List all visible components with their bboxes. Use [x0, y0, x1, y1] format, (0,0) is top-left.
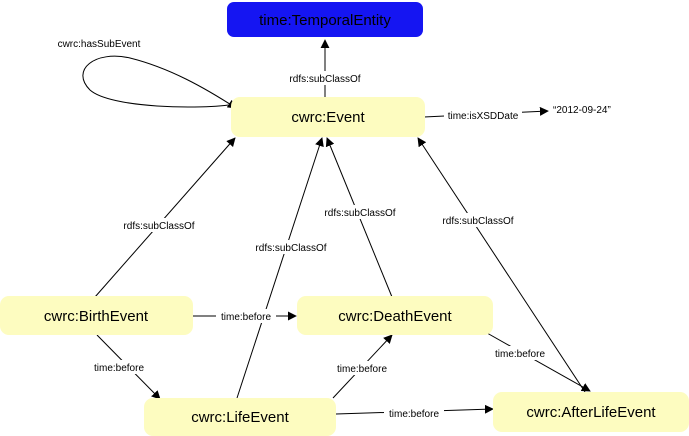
- node-afterlife-event: cwrc:AfterLifeEvent: [493, 392, 689, 432]
- label-has-sub-event: cwrc:hasSubEvent: [58, 39, 141, 50]
- edge-afterlife-subclass: [417, 137, 586, 393]
- node-death-event-label: cwrc:DeathEvent: [338, 308, 452, 325]
- label-is-xsd-date: time:isXSDDate: [448, 111, 519, 122]
- label-life-before-death: time:before: [337, 364, 387, 375]
- edge-has-sub-event: [82, 55, 237, 109]
- edge-death-before-afterlife: [486, 332, 591, 392]
- node-event: cwrc:Event: [231, 97, 425, 137]
- label-death-subclass: rdfs:subClassOf: [324, 208, 395, 219]
- label-birth-subclass: rdfs:subClassOf: [123, 221, 194, 232]
- node-birth-event: cwrc:BirthEvent: [0, 296, 193, 335]
- label-death-before-afterlife: time:before: [495, 349, 545, 360]
- node-life-event: cwrc:LifeEvent: [144, 398, 336, 436]
- edge-life-subclass: [236, 137, 324, 399]
- edge-labels: cwrc:hasSubEvent rdfs:subClassOf time:is…: [49, 36, 550, 420]
- label-birth-before-life: time:before: [94, 363, 144, 374]
- label-afterlife-subclass: rdfs:subClassOf: [442, 216, 513, 227]
- label-life-before-afterlife: time:before: [389, 409, 439, 420]
- date-literal: “2012-09-24”: [553, 105, 611, 116]
- node-life-event-label: cwrc:LifeEvent: [191, 409, 289, 426]
- node-temporal-entity-label: time:TemporalEntity: [259, 12, 391, 29]
- label-birth-before-death: time:before: [221, 312, 271, 323]
- node-birth-event-label: cwrc:BirthEvent: [44, 308, 149, 325]
- node-temporal-entity: time:TemporalEntity: [227, 2, 423, 37]
- node-death-event: cwrc:DeathEvent: [297, 296, 493, 335]
- edge-birth-subclass: [94, 137, 236, 298]
- node-event-label: cwrc:Event: [291, 109, 365, 126]
- node-afterlife-event-label: cwrc:AfterLifeEvent: [526, 404, 656, 421]
- label-life-subclass: rdfs:subClassOf: [255, 243, 326, 254]
- label-event-subclass: rdfs:subClassOf: [289, 74, 360, 85]
